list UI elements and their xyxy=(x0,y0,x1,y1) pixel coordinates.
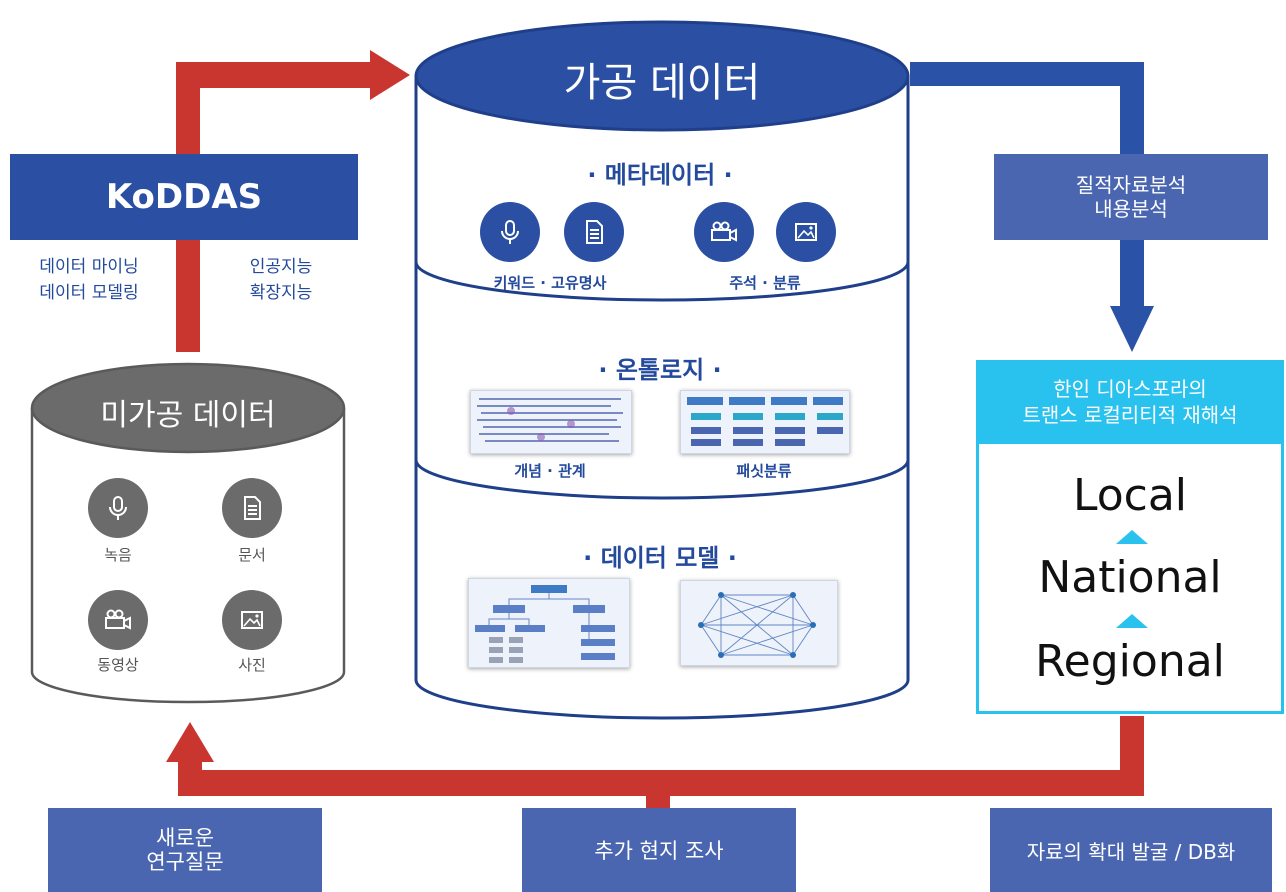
image-icon xyxy=(776,202,836,262)
red-connector-center-stub xyxy=(646,770,670,810)
data-model-tree-thumbnail xyxy=(468,578,630,668)
facet-classification-thumbnail xyxy=(680,390,850,454)
ontology-concept-thumbnail xyxy=(470,390,632,454)
raw-video-camera-icon xyxy=(88,590,148,650)
ontology-title: · 온톨로지 · xyxy=(598,356,722,384)
blue-arrowhead-down xyxy=(1110,306,1154,352)
caption-facet: 패싯분류 xyxy=(736,462,792,480)
raw-image-icon xyxy=(222,590,282,650)
koddas-ai-text: 인공지능 확장지능 xyxy=(249,257,313,303)
caption-annotation: 주석 · 분류 xyxy=(729,274,801,292)
data-model-network-thumbnail xyxy=(680,580,838,666)
data-model-title: · 데이터 모델 · xyxy=(583,544,737,572)
caption-keyword: 키워드 · 고유명사 xyxy=(493,274,607,292)
microphone-icon xyxy=(480,202,540,262)
level-national: National xyxy=(1038,552,1222,603)
raw-caption-photo: 사진 xyxy=(238,656,266,674)
up-triangle-icon xyxy=(1116,530,1148,544)
blue-connector-horizontal xyxy=(910,62,1140,86)
level-regional: Regional xyxy=(1035,636,1225,687)
raw-caption-document: 문서 xyxy=(238,546,266,564)
caption-concept: 개념 · 관계 xyxy=(514,462,586,480)
up-triangle-icon-2 xyxy=(1116,614,1148,628)
red-connector-left-vertical xyxy=(178,760,202,796)
raw-caption-recording: 녹음 xyxy=(104,546,132,564)
diaspora-header: 한인 디아스포라의 트랜스 로컬리티적 재해석 xyxy=(976,360,1284,444)
raw-data-title: 미가공 데이터 xyxy=(100,398,276,433)
red-arrowhead-right xyxy=(370,50,410,100)
processed-data-title: 가공 데이터 xyxy=(563,60,761,106)
koddas-mining-text: 데이터 마이닝 데이터 모델링 xyxy=(39,257,139,303)
raw-document-icon xyxy=(222,478,282,538)
field-survey-box: 추가 현지 조사 xyxy=(522,808,796,892)
raw-caption-video: 동영상 xyxy=(97,656,139,674)
document-icon xyxy=(564,202,624,262)
level-local: Local xyxy=(1072,470,1188,521)
raw-microphone-icon xyxy=(88,478,148,538)
metadata-title: · 메타데이터 · xyxy=(587,161,733,189)
qualitative-analysis-box: 질적자료분석 내용분석 xyxy=(994,154,1268,240)
red-arrowhead-up xyxy=(166,722,214,762)
new-research-question-box: 새로운 연구질문 xyxy=(48,808,322,892)
data-expansion-box: 자료의 확대 발굴 / DB화 xyxy=(990,808,1272,892)
red-connector-horizontal xyxy=(176,62,376,88)
koddas-box: KoDDAS xyxy=(10,154,358,240)
video-camera-icon xyxy=(694,202,754,262)
